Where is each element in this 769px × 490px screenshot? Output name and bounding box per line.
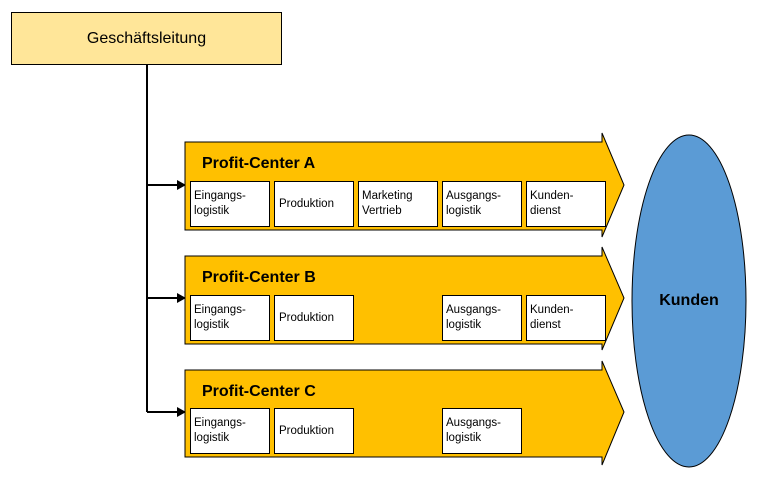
pc-b-cell-production: Produktion — [274, 295, 354, 341]
connector-arrow-c — [147, 407, 186, 417]
pc-a-cell-service: Kunden- dienst — [526, 181, 606, 227]
pc-b-cell-outbound: Ausgangs- logistik — [442, 295, 522, 341]
pc-a-cell-inbound: Eingangs- logistik — [190, 181, 270, 227]
profit-center-b-title: Profit-Center B — [202, 269, 316, 286]
pc-c-cell-production: Produktion — [274, 408, 354, 454]
connector-arrow-a — [147, 180, 186, 190]
pc-b-cell-inbound: Eingangs- logistik — [190, 295, 270, 341]
connector-arrow-b — [147, 293, 186, 303]
management-label: Geschäftsleitung — [86, 29, 207, 47]
pc-b-cell-service: Kunden- dienst — [526, 295, 606, 341]
profit-center-a-title: Profit-Center A — [202, 155, 316, 172]
management-box: Geschäftsleitung — [11, 12, 282, 65]
pc-c-cell-inbound: Eingangs- logistik — [190, 408, 270, 454]
profit-center-c-title: Profit-Center C — [202, 383, 316, 400]
customers-label: Kunden — [659, 292, 719, 309]
customers-ellipse — [631, 134, 747, 468]
pc-a-cell-production: Produktion — [274, 181, 354, 227]
pc-a-cell-outbound: Ausgangs- logistik — [442, 181, 522, 227]
pc-c-cell-outbound: Ausgangs- logistik — [442, 408, 522, 454]
pc-a-cell-marketing: Marketing Vertrieb — [358, 181, 438, 227]
